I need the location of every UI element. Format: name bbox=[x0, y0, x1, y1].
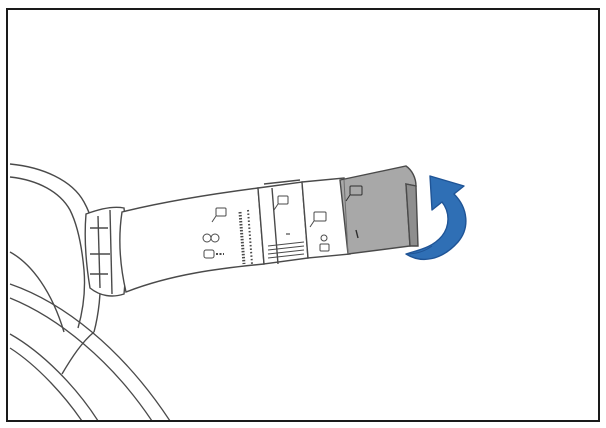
end-cap-knob bbox=[340, 166, 418, 254]
wiper-lever-illustration bbox=[6, 8, 600, 422]
illustration-frame bbox=[6, 8, 600, 422]
steering-wheel-rim bbox=[10, 284, 172, 422]
middle-rotary-ring bbox=[258, 180, 308, 264]
